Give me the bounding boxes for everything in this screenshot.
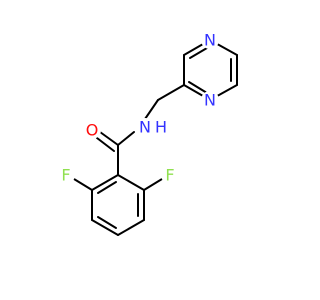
bond-benz-right-to-top bbox=[117, 174, 145, 191]
atom-bg-n-amide bbox=[136, 118, 154, 136]
bond-benz-bottom-to-lowerright bbox=[117, 219, 145, 236]
nitrogen-label-ring-bottom: N bbox=[204, 91, 216, 110]
nitrogen-label-ring-top: N bbox=[204, 31, 216, 50]
structure-diagram: N N N H O F F bbox=[57, 30, 238, 236]
hydrogen-label-amide: H bbox=[155, 118, 167, 137]
bond-ch2-to-nh bbox=[144, 99, 159, 120]
bond-ring-c4-to-n-top-inner bbox=[189, 47, 208, 59]
linker-and-amide bbox=[96, 84, 185, 176]
atom-bg-f-left bbox=[57, 166, 75, 184]
molecule-canvas: N N N H O F F bbox=[57, 30, 238, 236]
bond-carbonyl-to-o-second bbox=[96, 137, 115, 152]
atom-bg-o bbox=[83, 121, 101, 139]
bond-benz-right-to-f bbox=[143, 178, 163, 191]
atom-bg-h-amide bbox=[153, 119, 169, 135]
fluorine-label-left: F bbox=[61, 166, 70, 185]
bond-benz-lowerleft-to-bottom bbox=[91, 219, 119, 236]
atom-bg-f-right bbox=[161, 166, 179, 184]
bond-ring-n-bottom-to-c3-inner bbox=[188, 81, 208, 94]
atom-bg-n-top bbox=[201, 31, 219, 49]
bond-benz-left-to-f bbox=[73, 178, 93, 191]
nitrogen-label-amide: N bbox=[139, 118, 151, 137]
benzene-ring bbox=[73, 174, 163, 236]
bond-nh-to-carbonyl bbox=[117, 131, 135, 146]
oxygen-label-carbonyl: O bbox=[86, 121, 99, 140]
fluorine-label-right: F bbox=[165, 166, 174, 185]
bond-benz-lowerleft-to-bottom-inner bbox=[97, 216, 117, 229]
atom-bg-n-bottom bbox=[201, 91, 219, 109]
bond-ring-to-ch2 bbox=[157, 84, 185, 101]
bond-benz-top-to-left bbox=[91, 174, 119, 191]
bond-carbonyl-to-o bbox=[99, 131, 119, 146]
bond-benz-top-to-left-inner bbox=[97, 181, 117, 194]
atom-labels: N N N H O F F bbox=[57, 31, 219, 185]
